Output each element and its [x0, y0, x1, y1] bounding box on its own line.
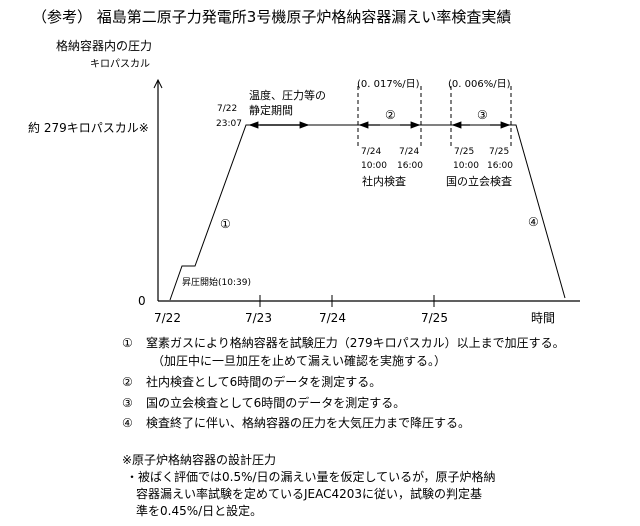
y-axis-arrow-icon: [153, 78, 163, 89]
rate-national: (0. 006%/日): [448, 79, 511, 90]
in-house-start-date: 7/24: [361, 147, 382, 157]
stabilize-label: 温度、圧力等の: [249, 89, 326, 102]
note-text: 検査終了に伴い、格納容器の圧力を大気圧力まで降圧する。: [146, 416, 471, 430]
y-axis-label: 格納容器内の圧力: [56, 39, 153, 53]
note-text: 国の立会検査として6時間のデータを測定する。: [146, 396, 406, 410]
rate-in-house: (0. 017%/日): [357, 79, 420, 90]
note-text: 社内検査として6時間のデータを測定する。: [146, 375, 382, 389]
note-mark: ④: [122, 416, 133, 430]
national-start-time: 10:00: [453, 161, 479, 171]
pressure-curve: [169, 124, 566, 301]
y-zero-label: 0: [138, 294, 146, 308]
step-2-mark: ②: [385, 108, 396, 122]
note-text: 窒素ガスにより格納容器を試験圧力（279キロパスカル）以上まで加圧する。: [146, 336, 565, 350]
pressure-level-label: 約 279キロパスカル※: [28, 121, 149, 135]
footnote-line: 容器漏えい率試験を定めているJEAC4203に従い，試験の判定基: [136, 487, 483, 501]
note-mark: ②: [122, 375, 133, 389]
national-start-date: 7/25: [454, 147, 475, 157]
note-subtext: （加圧中に一旦加圧を止めて漏えい確認を実施する。）: [152, 354, 447, 368]
step-4-mark: ④: [528, 215, 539, 229]
note-mark: ①: [122, 336, 133, 350]
note-mark: ③: [122, 396, 133, 410]
plateau-date: 7/22: [217, 104, 238, 114]
step-3-mark: ③: [477, 108, 488, 122]
start-label: 昇圧開始(10:39): [182, 278, 251, 288]
y-axis-unit: キロパスカル: [90, 59, 150, 70]
footnote-line: 準を0.45%/日と設定。: [136, 504, 263, 518]
footnote-heading: ※原子炉格納容器の設計圧力: [122, 453, 277, 467]
x-tick-label: 7/22: [154, 311, 181, 325]
national-label: 国の立会検査: [446, 175, 512, 188]
x-tick-label: 7/23: [245, 311, 272, 325]
inspection-boundaries: [357, 86, 512, 148]
in-house-end-date: 7/24: [399, 147, 420, 157]
national-end-date: 7/25: [489, 147, 510, 157]
in-house-end-time: 16:00: [397, 161, 423, 171]
step-1-mark: ①: [220, 217, 231, 231]
in-house-start-time: 10:00: [361, 161, 387, 171]
stabilize-label: 静定期間: [249, 104, 293, 117]
footnote-line: ・被ばく評価では0.5%/日の漏えい量を仮定しているが，原子炉格納: [126, 470, 496, 484]
x-tick-label: 7/24: [319, 311, 346, 325]
x-axis-label: 時間: [531, 311, 556, 325]
plateau-time: 23:07: [216, 119, 242, 129]
national-end-time: 16:00: [487, 161, 513, 171]
page-title: （参考） 福島第二原子力発電所3号機原子炉格納容器漏えい率検査実績: [32, 8, 512, 26]
x-tick-label: 7/25: [421, 311, 448, 325]
in-house-label: 社内検査: [362, 175, 406, 188]
